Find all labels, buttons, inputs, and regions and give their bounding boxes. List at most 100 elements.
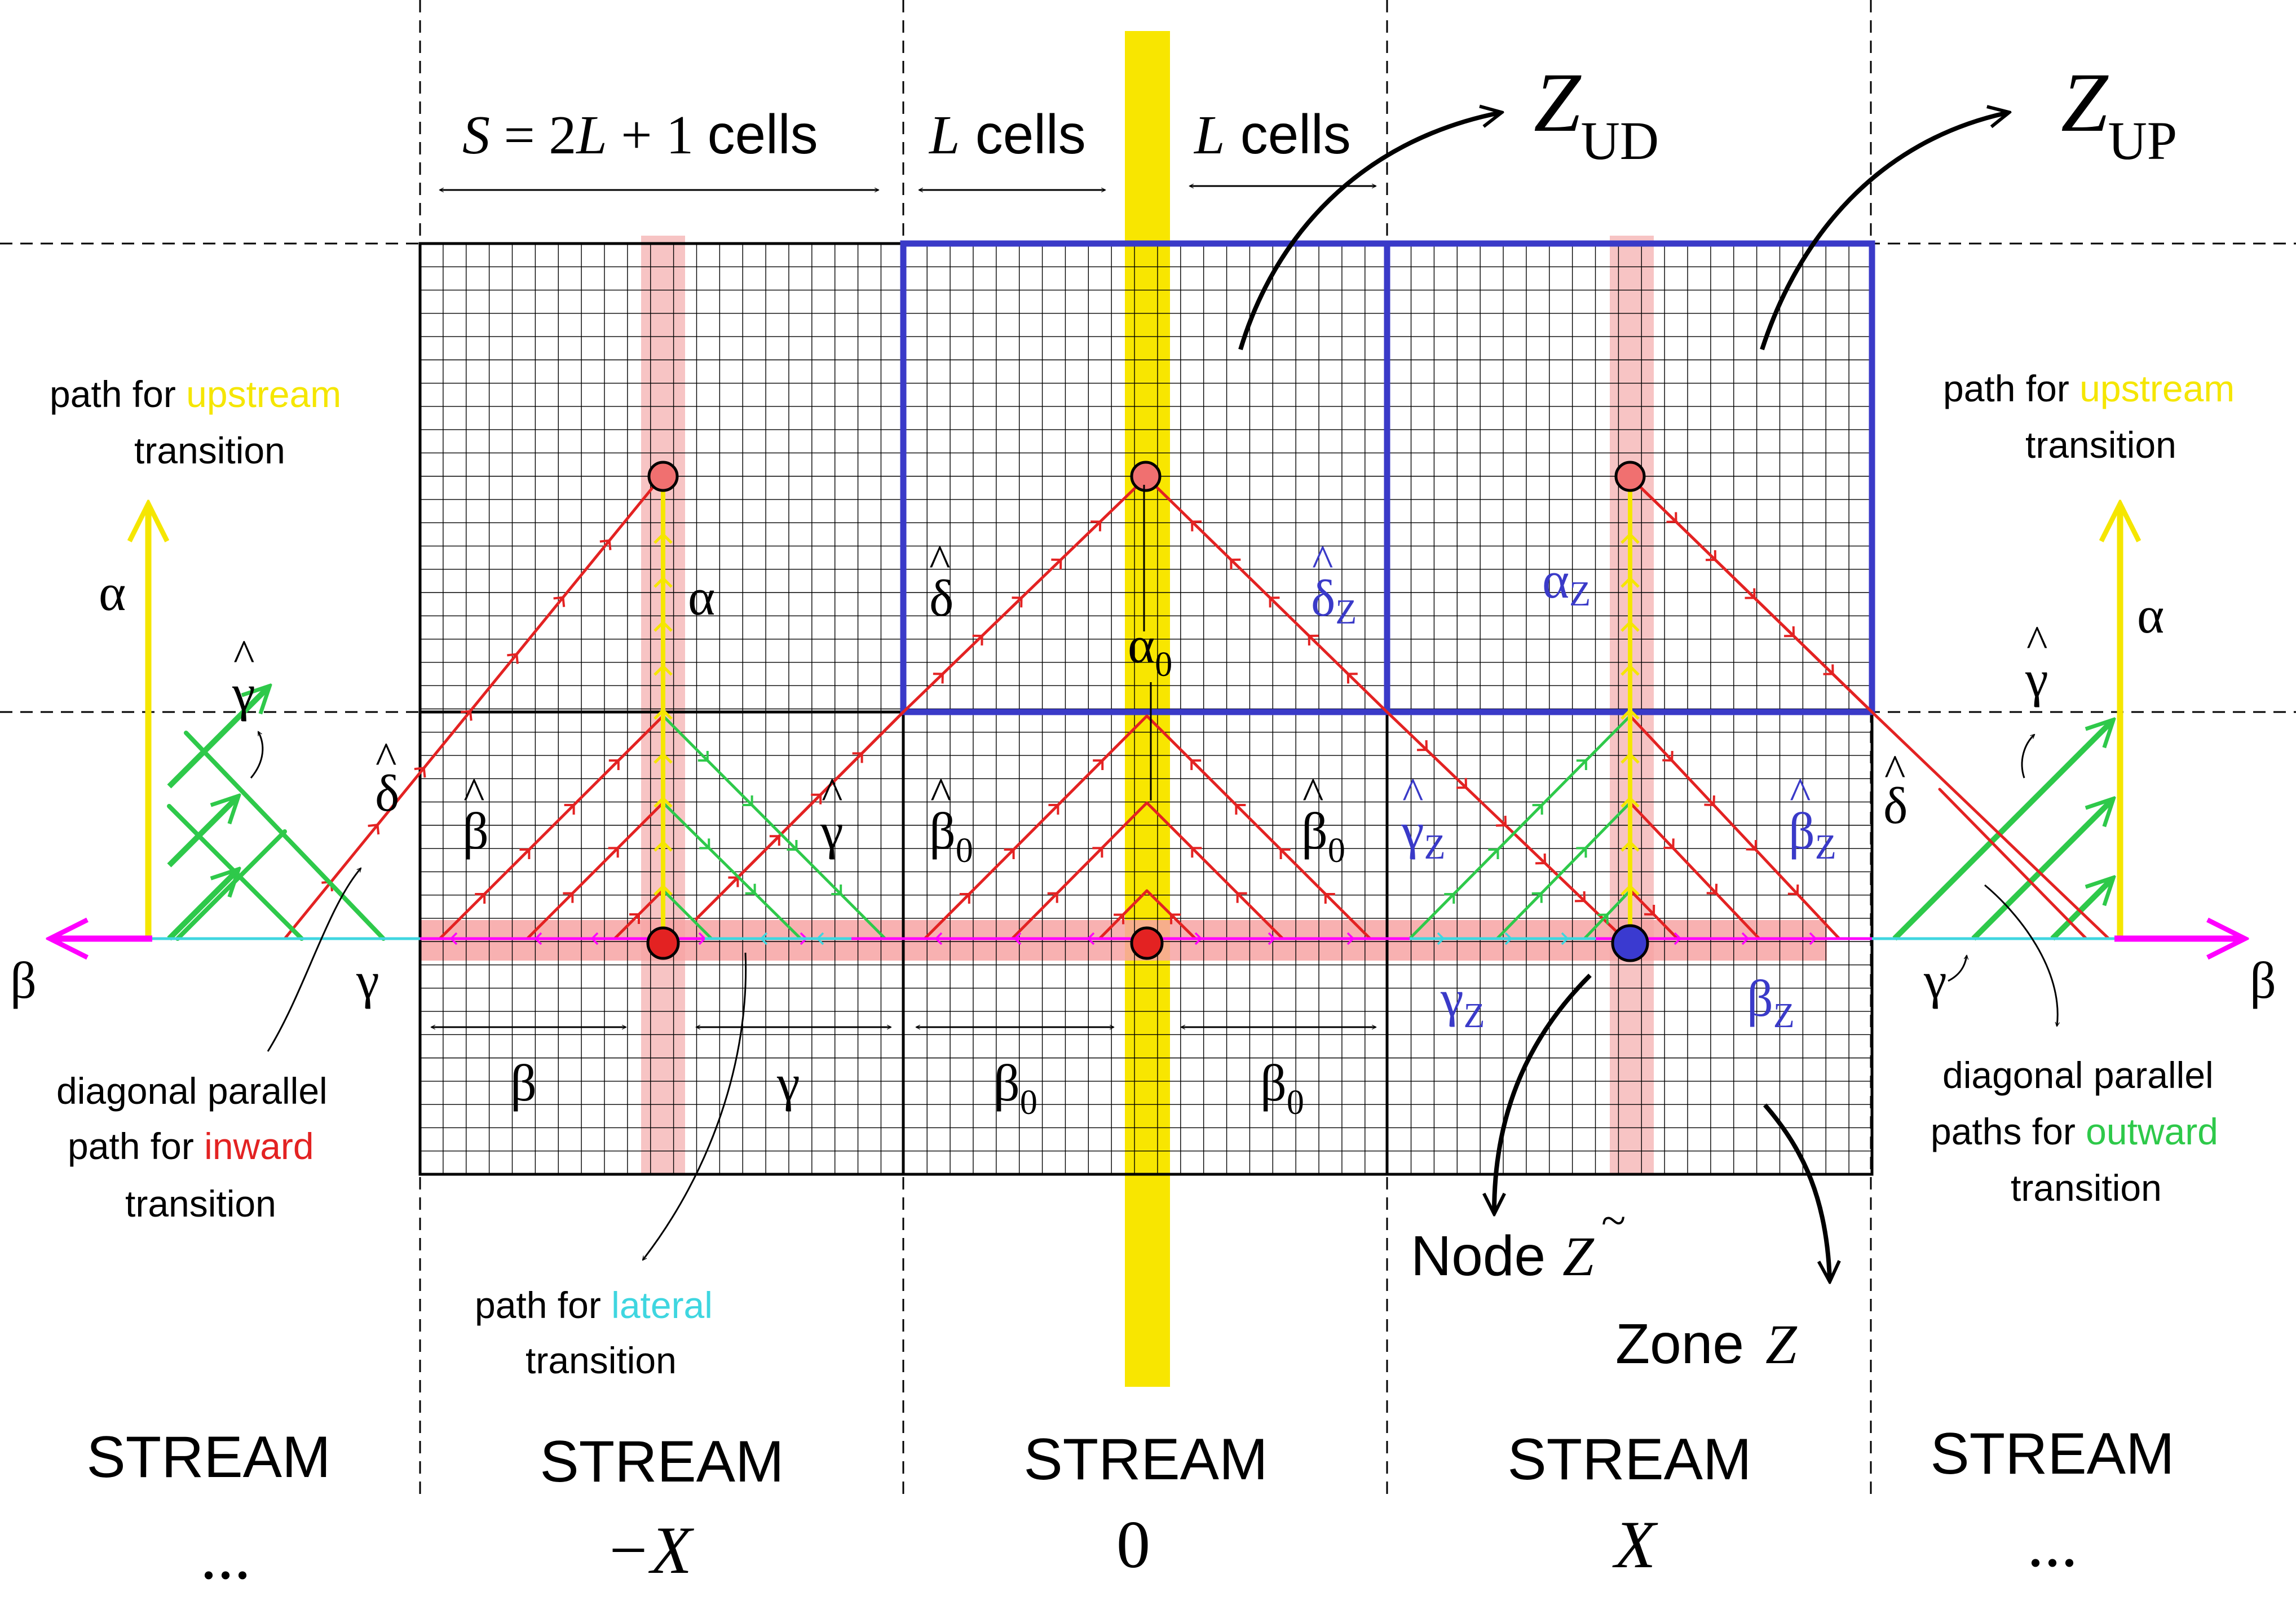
right-upstream-text-2: transition [2025,424,2176,466]
x-beta-z-label: βZ [1747,970,1795,1035]
left-gamma-hat-label: γ [232,664,255,722]
zone-up-subscript: UP [2108,110,2177,171]
minus-x-beta-hat-accent: ^ [463,770,485,819]
zone-up-symbol: Z [2061,56,2109,149]
zone-up-pointer [1760,113,2007,351]
right-outward-arrow-3 [2050,879,2112,941]
nodes [646,461,1649,962]
stream-index-1: ... [200,1518,251,1593]
zone-up-label: ZUP [2061,56,2177,171]
right-gamma-label: γ [1923,952,1947,1009]
minus-x-gamma-hat-label: γ [820,802,844,860]
node-zero [1130,926,1164,960]
alpha0-line [1143,485,1152,801]
lateral-text-1: path for lateral [475,1284,713,1326]
left-inward-text-1: diagonal parallel [56,1070,328,1112]
zero-inward-right-1 [1145,714,1372,940]
left-alpha-label: α [99,564,126,621]
node-tilde: ~ [1601,1196,1626,1246]
half-left-label: L cells [928,103,1086,166]
zone-ud-subscript: UD [1580,110,1659,171]
zone-ud-label: ZUD [1534,56,1659,171]
zone-boxes [900,240,1875,715]
left-outward-arrow-2 [167,798,237,868]
zone-pointer [1763,1103,1830,1280]
minus-x-gamma-label: γ [776,1054,800,1112]
stream-label-2: STREAM [540,1429,784,1494]
lateral-pointer [643,952,747,1260]
right-outward-text-3: transition [2011,1167,2162,1209]
stream-label-5: STREAM [1930,1421,2174,1487]
zero-beta0-right-label: β0 [1260,1054,1304,1122]
node-upstream-zero [1130,461,1162,492]
left-inward-text-2: path for inward [68,1125,314,1167]
side-arrows [54,507,2241,939]
minus-x-inward-path-1 [438,714,665,940]
stream-label-3: STREAM [1023,1427,1268,1492]
zero-delta-hat-accent: ^ [929,537,951,586]
x-gamma-z-hat-accent: ^ [1402,770,1424,819]
minus-x-beta-label: β [510,1054,537,1112]
half-right-label: L cells [1193,103,1351,166]
minus-x-outward-path-2 [661,801,802,940]
left-outward-line-a [175,829,287,941]
inward-pointer [267,868,361,1052]
x-gamma-z-hat-label: γZ [1401,802,1446,866]
minus-x-inward-path-2 [526,801,665,940]
right-outward-text-1: diagonal parallel [1942,1054,2214,1096]
x-inward-right-2 [1628,714,1841,940]
x-delta-z-hat-accent: ^ [1312,537,1334,586]
zero-inward-right-2 [1145,801,1284,940]
right-alpha-label: α [2137,586,2164,644]
pointer-arrows [250,113,2057,1280]
minus-x-outward-path-1 [661,714,887,940]
right-panel-red-2 [1938,788,2088,940]
stream-index-4: X [1612,1507,1658,1582]
right-delta-hat-accent: ^ [1884,746,1906,796]
left-delta-hat-label: δ [375,764,399,822]
node-upstream-x [1614,461,1646,492]
zero-inward-left-2 [1010,801,1149,940]
node-z-tilde [1611,924,1649,962]
x-beta-z-hat-accent: ^ [1790,770,1811,819]
stream-label-1: STREAM [86,1425,330,1490]
node-pointer [1494,974,1592,1212]
zero-delta-hat-label: δ [929,569,953,627]
outward-pointer [1984,884,2057,1026]
right-outward-arrow-1 [1892,722,2112,941]
left-outward-arrow-3 [167,688,268,789]
zero-alpha0-label: α0 [1128,616,1172,684]
stream-label-4: STREAM [1507,1427,1751,1492]
left-upstream-text-2: transition [134,430,285,471]
left-gamma-label: γ [356,952,379,1009]
x-beta-z-hat-label: βZ [1789,802,1836,866]
right-outward-text-2: paths for outward [1931,1111,2218,1152]
right-beta-label: β [2250,952,2276,1009]
right-upstream-text-1: path for upstream [1943,368,2235,409]
right-gamma-pointer [1948,956,1967,982]
header-arrows [440,186,1376,190]
left-outward-line-c [184,731,386,941]
stream-index-2: −X [605,1513,695,1588]
x-alpha-z-label: αZ [1542,551,1591,613]
left-gamma-hat-accent: ^ [233,631,255,681]
right-delta-hat-label: δ [1883,777,1908,834]
right-gamma-hat-label: γ [2025,650,2048,707]
minus-x-outward-path-3 [661,888,713,940]
right-outward-arrow-2 [1971,801,2112,941]
zero-beta0-hat-left-label: β0 [929,802,973,870]
left-delta-hat-accent: ^ [376,734,397,784]
zone-ud-pointer [1238,113,1500,351]
x-delta-z-hat-label: δZ [1311,569,1357,631]
zero-inward-left-1 [923,714,1149,940]
node-minus-x [646,926,680,960]
zero-beta0-hat-left-accent: ^ [930,770,952,819]
stream-width-label: S = 2L + 1 cells [462,103,818,166]
lateral-text-2: transition [526,1339,677,1381]
left-gamma-hat-pointer [250,732,264,779]
minus-x-beta-hat-label: β [462,802,489,860]
left-outward-arrow-1 [167,871,237,941]
